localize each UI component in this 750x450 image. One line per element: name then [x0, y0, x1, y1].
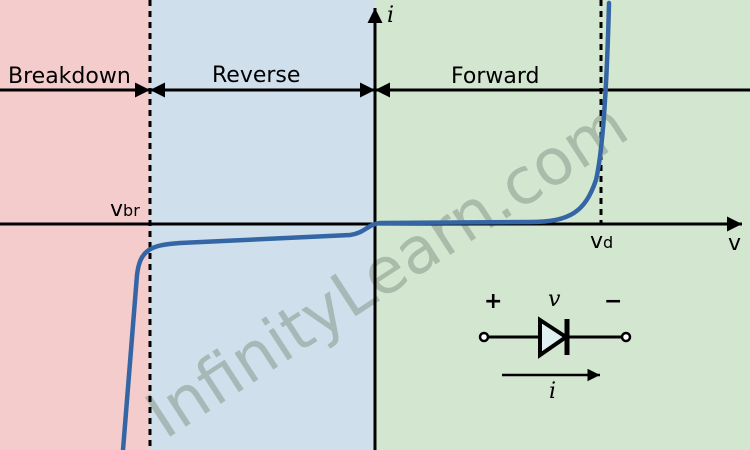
current-axis-label: i — [387, 3, 394, 28]
vd-subscript: d — [603, 233, 613, 252]
forward-label: Forward — [451, 64, 539, 89]
reverse-label: Reverse — [212, 63, 300, 88]
vbr-subscript: br — [123, 201, 140, 220]
diode-symbol: + v − i — [478, 287, 632, 404]
diode-voltage-label: v — [548, 287, 561, 312]
vbr-label: vbr — [110, 197, 140, 222]
vd-main: v — [590, 229, 603, 254]
iv-curve — [120, 0, 612, 450]
vbr-main: v — [110, 197, 123, 222]
anode-terminal — [478, 331, 490, 343]
diode-current-label: i — [549, 379, 556, 404]
vd-label: vd — [590, 229, 613, 254]
plus-sign: + — [484, 289, 502, 314]
breakdown-label: Breakdown — [8, 64, 131, 89]
diode-triangle — [538, 316, 570, 359]
cathode-terminal — [620, 331, 632, 343]
minus-sign: − — [604, 289, 622, 314]
voltage-axis-label: v — [728, 231, 741, 256]
